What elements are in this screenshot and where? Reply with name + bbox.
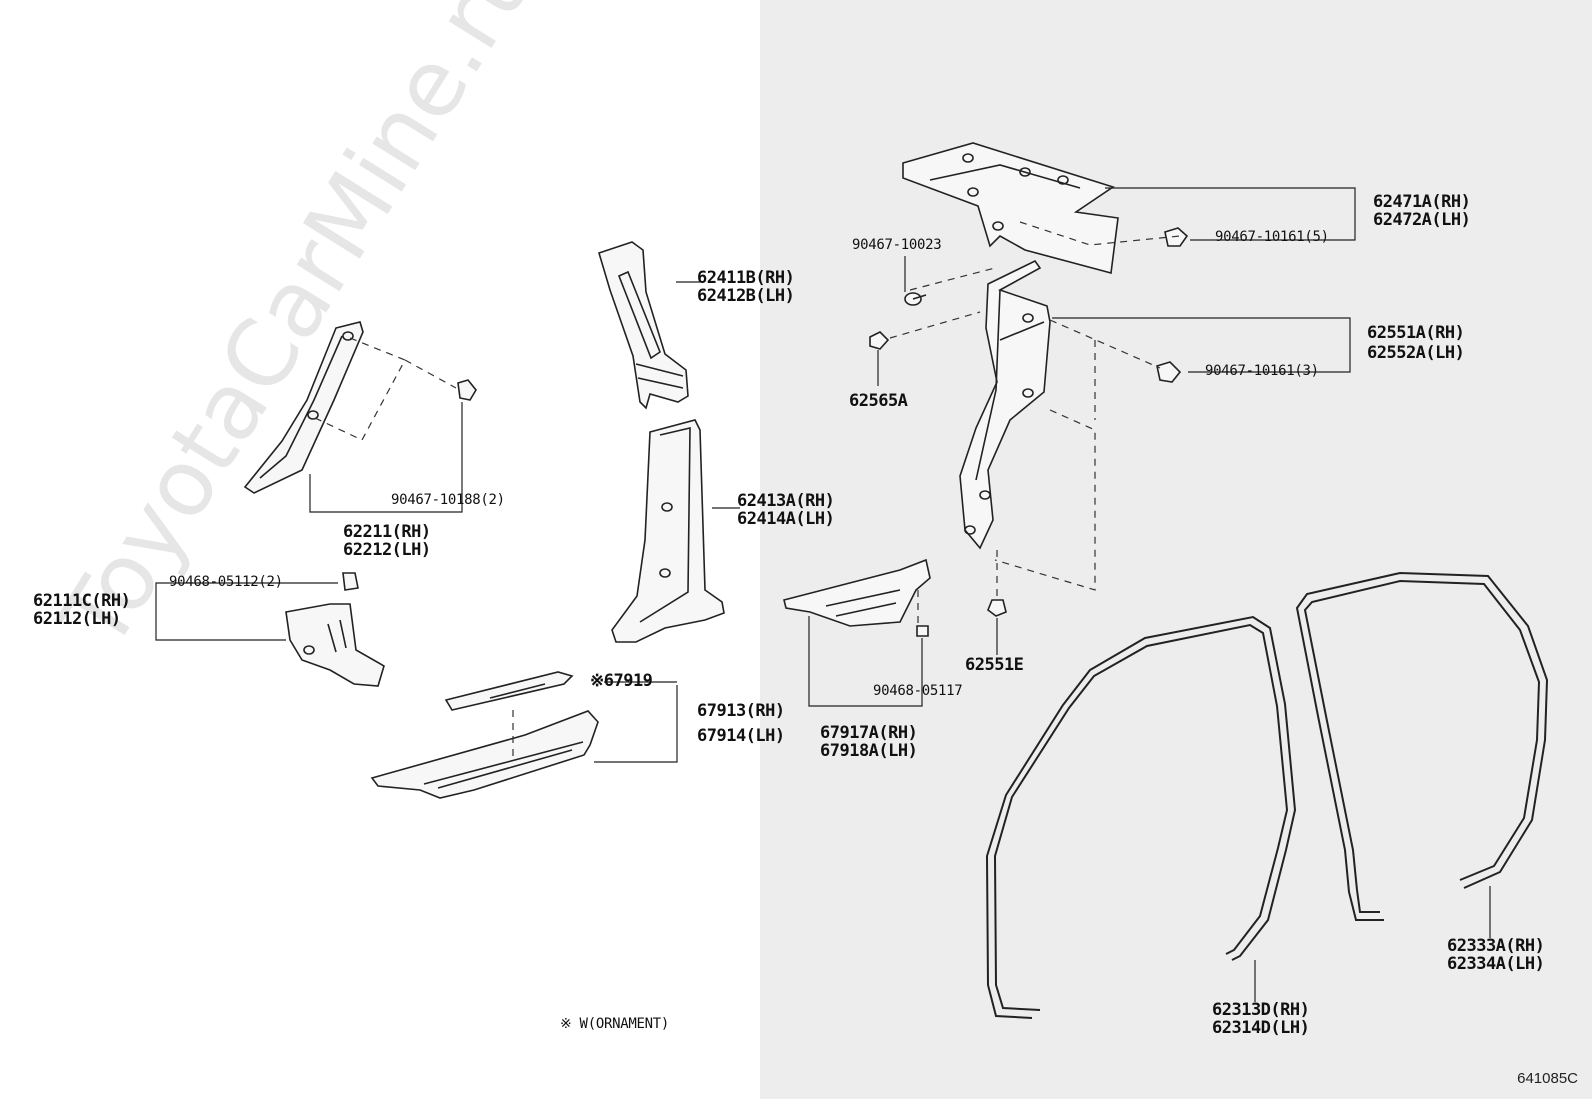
clip-62551E[interactable]: [987, 599, 1007, 617]
label-62333A[interactable]: 62333A(RH): [1447, 936, 1545, 956]
clip-90467-10161-mid[interactable]: [1156, 361, 1182, 383]
label-62551A[interactable]: 62551A(RH): [1367, 323, 1465, 343]
diagram-id: 641085C: [1517, 1070, 1578, 1087]
label-90467-10161-3[interactable]: 90467-10161(3): [1205, 363, 1319, 379]
part-62211-front-pillar-trim[interactable]: [243, 321, 364, 494]
label-62413A[interactable]: 62413A(RH): [737, 491, 835, 511]
part-62313D-front-door-weatherstrip[interactable]: [985, 615, 1297, 1019]
label-67917A[interactable]: 67917A(RH): [820, 723, 918, 743]
label-67913[interactable]: 67913(RH): [697, 701, 785, 721]
label-90467-10188[interactable]: 90467-10188(2): [391, 492, 505, 508]
label-62212[interactable]: 62212(LH): [343, 540, 431, 560]
leader-lines: [155, 187, 1491, 1002]
label-90467-10161-5[interactable]: 90467-10161(5): [1215, 229, 1329, 245]
clip-62565A[interactable]: [869, 331, 890, 350]
label-62552A[interactable]: 62552A(LH): [1367, 343, 1465, 363]
part-62413A-center-pillar-lower[interactable]: [611, 419, 725, 643]
label-62565A[interactable]: 62565A: [849, 391, 908, 411]
label-62414A[interactable]: 62414A(LH): [737, 509, 835, 529]
clip-90468-05117[interactable]: [916, 625, 929, 637]
part-67917A-rear-scuff-plate[interactable]: [783, 558, 931, 627]
label-62313D[interactable]: 62313D(RH): [1212, 1000, 1310, 1020]
label-90467-10023[interactable]: 90467-10023: [852, 237, 942, 253]
label-62471A[interactable]: 62471A(RH): [1373, 192, 1471, 212]
label-67919[interactable]: ※67919: [590, 671, 653, 691]
part-62411B-center-pillar-upper[interactable]: [598, 241, 689, 410]
part-62551A-pillar-trim[interactable]: [959, 259, 1051, 550]
label-62334A[interactable]: 62334A(LH): [1447, 954, 1545, 974]
label-62411B[interactable]: 62411B(RH): [697, 268, 795, 288]
part-67913-front-scuff-plate[interactable]: [370, 710, 599, 799]
screw-90467-10023[interactable]: [904, 292, 927, 306]
label-62412B[interactable]: 62412B(LH): [697, 286, 795, 306]
part-67919-ornament[interactable]: [444, 671, 574, 711]
label-62112[interactable]: 62112(LH): [33, 609, 121, 629]
label-90468-05117[interactable]: 90468-05117: [873, 683, 963, 699]
clip-90467-10188[interactable]: [457, 379, 477, 401]
part-62333A-rear-door-weatherstrip[interactable]: [1295, 571, 1549, 921]
label-62111C[interactable]: 62111C(RH): [33, 591, 131, 611]
label-62211[interactable]: 62211(RH): [343, 522, 431, 542]
label-90468-05112[interactable]: 90468-05112(2): [169, 574, 283, 590]
label-62472A[interactable]: 62472A(LH): [1373, 210, 1471, 230]
part-62471A-trim-panel[interactable]: [902, 142, 1119, 275]
shaded-background-panel: [760, 0, 1592, 1099]
label-67914[interactable]: 67914(LH): [697, 726, 785, 746]
clip-90468-05112[interactable]: [342, 572, 359, 591]
label-67918A[interactable]: 67918A(LH): [820, 741, 918, 761]
label-62314D[interactable]: 62314D(LH): [1212, 1018, 1310, 1038]
part-62111C-cowl-side-trim[interactable]: [285, 603, 385, 687]
ornament-note: ※ W(ORNAMENT): [560, 1016, 669, 1032]
label-62551E[interactable]: 62551E: [965, 655, 1024, 675]
